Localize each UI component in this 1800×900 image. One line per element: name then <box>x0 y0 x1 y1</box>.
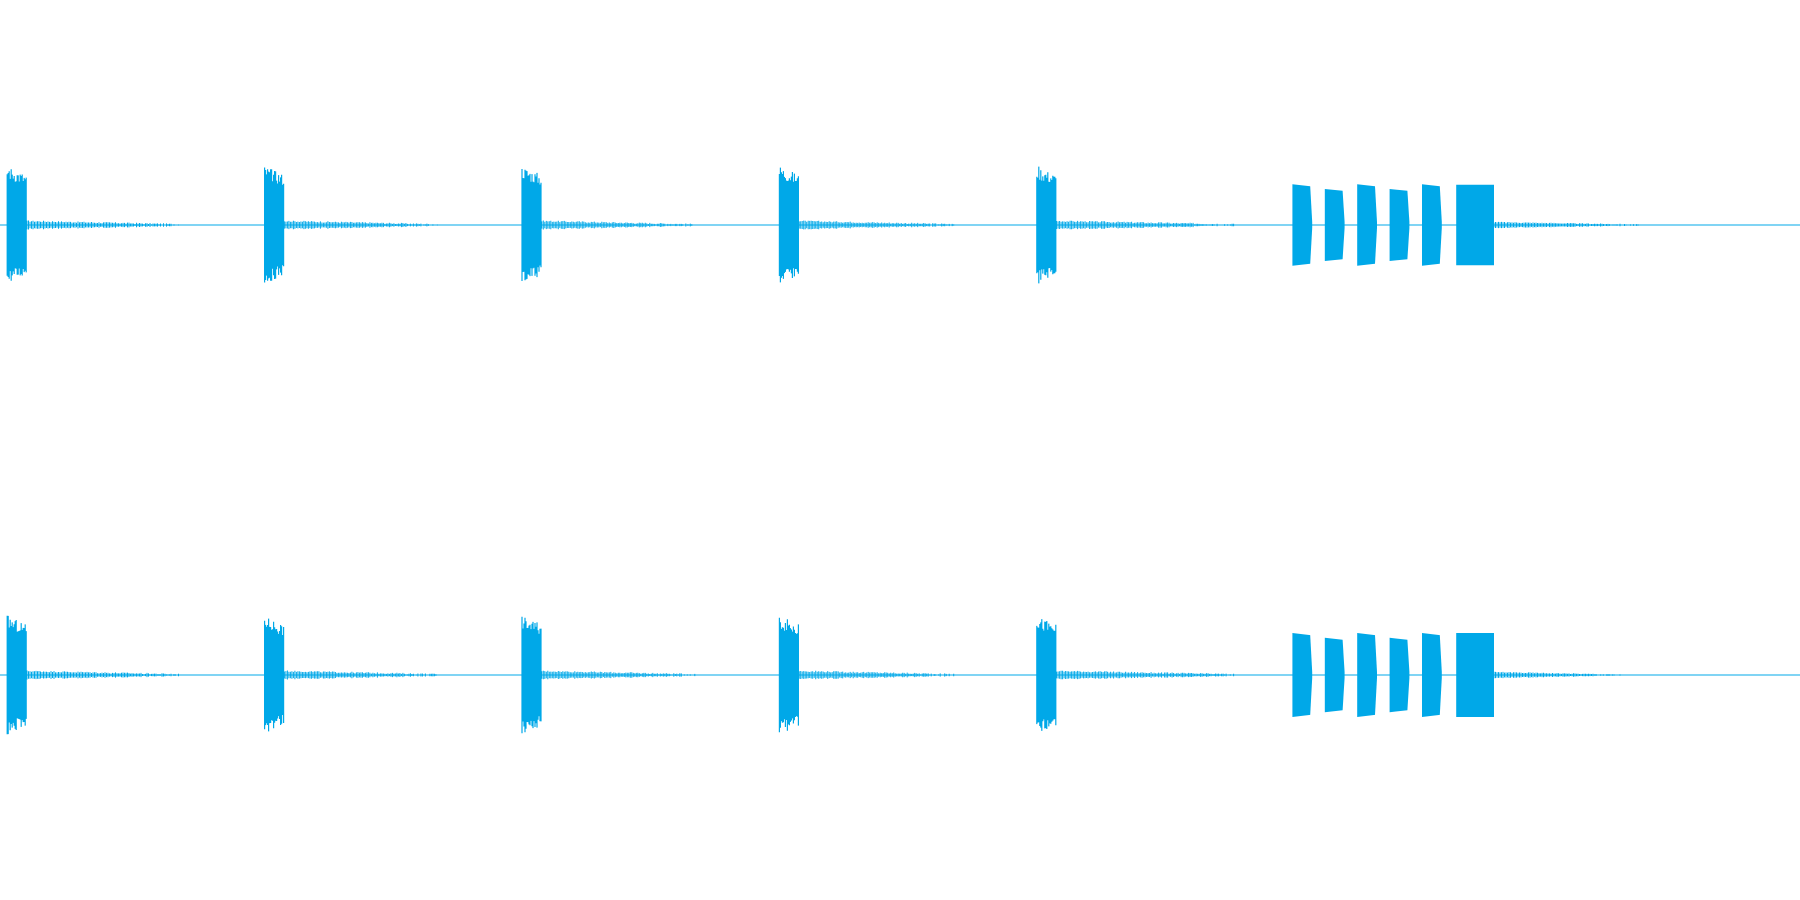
waveform-group-burst <box>1389 637 1410 713</box>
waveform-decay-tail <box>283 220 438 230</box>
waveform-decay-tail <box>1056 670 1235 680</box>
waveform-decay-tail <box>541 220 696 230</box>
waveform-decay-tail <box>1056 220 1235 230</box>
waveform-group-burst <box>1324 189 1345 261</box>
waveform-single-burst <box>1036 166 1057 284</box>
waveform-decay-tail <box>26 220 181 230</box>
waveform-group-burst <box>1357 184 1377 266</box>
waveform-single-burst <box>778 617 799 733</box>
waveform-single-burst <box>521 169 542 281</box>
waveform-decay-tail <box>26 670 181 680</box>
waveform-decay-tail <box>798 220 955 230</box>
waveform-single-burst <box>264 167 285 283</box>
waveform-group-burst <box>1389 189 1410 261</box>
waveform-single-burst <box>778 167 799 283</box>
waveform-group-burst <box>1357 633 1377 717</box>
waveform-single-burst <box>6 615 27 735</box>
waveform-channel-bottom[interactable] <box>0 615 1800 735</box>
waveform-group-burst <box>1456 184 1494 266</box>
waveform-decay-tail <box>541 670 696 680</box>
waveform-group-burst <box>1292 184 1313 266</box>
waveform-single-burst <box>6 169 27 281</box>
waveform-group-burst <box>1324 637 1345 713</box>
waveform-single-burst <box>1036 619 1057 731</box>
waveform-decay-tail <box>798 670 955 680</box>
waveform-group-burst <box>1456 633 1494 717</box>
waveform-group-tail <box>1493 221 1639 229</box>
waveform-single-burst <box>264 618 285 732</box>
waveform-group-tail <box>1493 671 1621 679</box>
waveform-group-burst <box>1422 184 1442 266</box>
waveform-group-burst <box>1292 633 1313 717</box>
waveform-channel-top[interactable] <box>0 166 1800 284</box>
waveform-single-burst <box>521 616 542 734</box>
waveform-group-burst <box>1422 633 1442 717</box>
waveform-decay-tail <box>283 670 438 680</box>
